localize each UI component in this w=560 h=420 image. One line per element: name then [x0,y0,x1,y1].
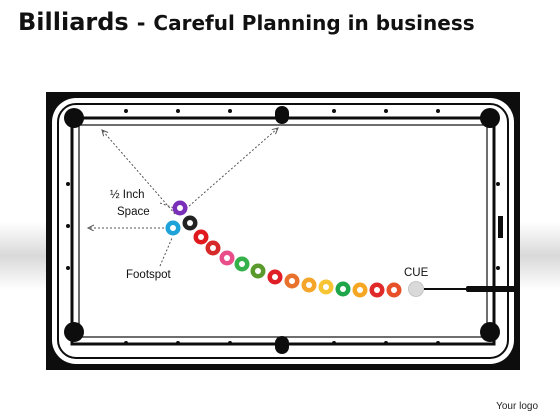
ball-center [306,282,312,288]
ball-center [357,287,363,293]
pockets [64,106,500,354]
guide-line-top-right [179,128,278,215]
ball-center [289,278,295,284]
guide-line-footspot [159,237,173,267]
title-sub: Careful Planning in business [153,11,475,35]
ball-center [272,274,278,280]
pocket-top-middle [275,106,289,124]
label-cue: CUE [404,267,429,279]
pocket-bottom-right [480,322,500,342]
rail-diamonds [66,109,500,345]
title-main: Billiards [18,8,129,36]
balls [165,200,402,298]
pocket-bottom-left [64,322,84,342]
pocket-bottom-middle [275,336,289,354]
table-felt [70,116,496,346]
ball-center [323,284,329,290]
page-title: Billiards-Careful Planning in business [18,8,475,36]
ball-center [224,255,230,261]
ball-center [391,287,397,293]
label-footspot: Footspot [126,269,172,281]
title-separator: - [136,11,146,35]
cue-ball [408,281,424,297]
label-space: Space [117,206,150,218]
pocket-top-left [64,108,84,128]
rail-marker [498,216,503,238]
ball-center [177,205,183,211]
table-rail-inner [57,103,509,359]
cue-stick-butt [466,286,518,292]
ball-center [374,287,380,293]
ball-center [239,261,245,267]
ball-center [210,245,216,251]
ball-center [198,234,204,240]
guide-lines [88,128,278,267]
label-half-inch: ½ Inch [110,189,145,201]
ball-center [340,286,346,292]
ball-center [255,268,261,274]
ball-center [170,225,176,231]
guide-line-top-left [102,130,176,215]
guide-line-half-inch [159,202,175,209]
ball-center [187,220,193,226]
logo-text: Your logo [496,401,538,412]
pocket-top-right [480,108,500,128]
